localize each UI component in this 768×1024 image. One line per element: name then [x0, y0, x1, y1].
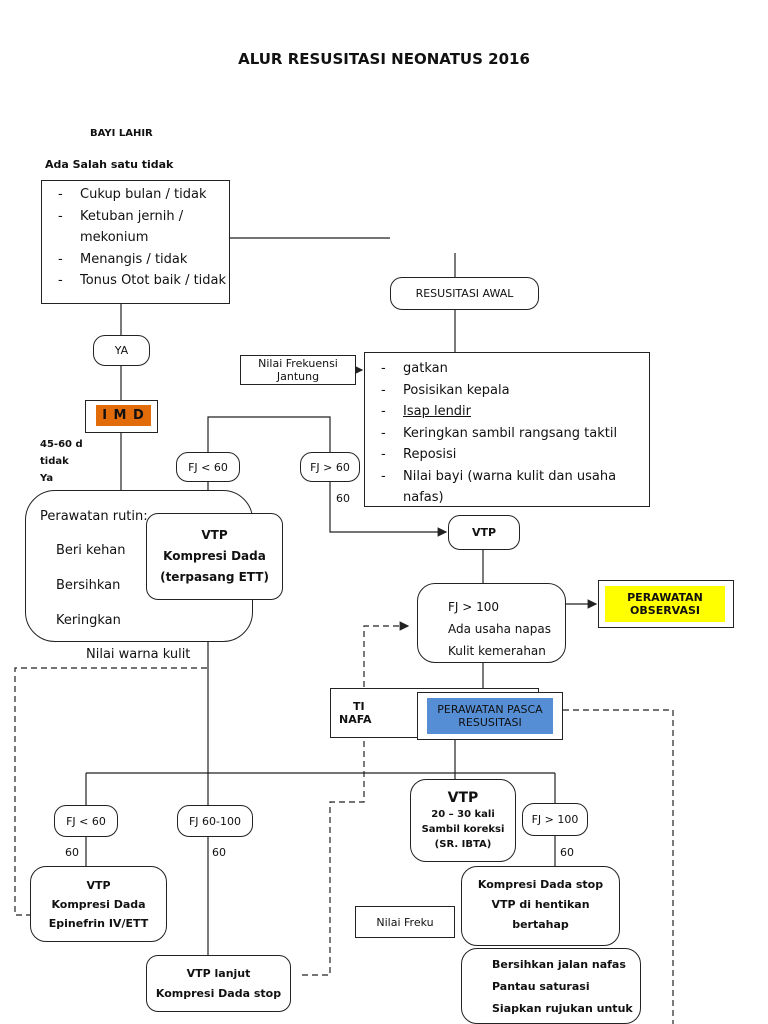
- line: Kompresi Dada stop: [155, 986, 282, 1000]
- step-item: Nilai bayi (warna kulit dan usaha nafas): [365, 466, 649, 509]
- step-item: Posisikan kepala: [365, 380, 649, 402]
- line: Kompresi Dada stop: [477, 878, 604, 891]
- line: Siapkan rujukan untuk: [492, 1002, 633, 1015]
- side-notes: 45-60 d tidak Ya: [40, 436, 83, 487]
- vtp-kompresi-box: VTP Kompresi Dada (terpasang ETT): [146, 513, 283, 600]
- line: FJ > 100: [448, 600, 500, 614]
- note: tidak: [40, 456, 69, 467]
- line: Kompresi Dada: [163, 549, 266, 563]
- fj-60-100-box: FJ 60-100: [177, 805, 253, 837]
- line: Epinefrin IV/ETT: [48, 916, 149, 930]
- note: 45-60 d: [40, 439, 83, 450]
- sixty-label: 60: [336, 492, 350, 505]
- vtp-box: VTP: [448, 515, 520, 550]
- nilai-freku-box: Nilai Freku: [355, 906, 455, 938]
- criteria-box: Cukup bulan / tidak Ketuban jernih / mek…: [41, 180, 230, 304]
- resusitasi-steps-box: gatkan Posisikan kepala Isap lendir Keri…: [364, 352, 650, 507]
- line: VTP: [447, 790, 479, 806]
- vtp-lanjut-box: VTP lanjut Kompresi Dada stop: [146, 955, 291, 1012]
- line: Sambil koreksi: [421, 824, 505, 835]
- step-item: gatkan: [365, 358, 649, 380]
- line: Kulit kemerahan: [448, 644, 546, 658]
- fj-gt100-status-box: FJ > 100 Ada usaha napas Kulit kemerahan: [417, 583, 566, 663]
- rutin-item: Bersihkan: [56, 578, 121, 593]
- pasca-label: PERAWATAN PASCA RESUSITASI: [427, 698, 553, 734]
- criteria-item: Cukup bulan / tidak: [42, 184, 229, 206]
- resusitasi-awal-box: RESUSITASI AWAL: [390, 277, 539, 310]
- step-item: Keringkan sambil rangsang taktil: [365, 423, 649, 445]
- line: VTP di hentikan: [491, 898, 590, 911]
- line: Kompresi Dada: [51, 897, 146, 911]
- bayi-lahir-label: BAYI LAHIR: [90, 128, 153, 139]
- nilai-warna-kulit: Nilai warna kulit: [86, 647, 191, 662]
- nilai-fj-box: Nilai Frekuensi Jantung: [240, 355, 356, 385]
- rutin-title: Perawatan rutin:: [40, 509, 148, 524]
- line: bertahap: [512, 918, 569, 931]
- sixty-label: 60: [65, 846, 79, 859]
- step-item: Reposisi: [365, 444, 649, 466]
- criteria-item: Menangis / tidak: [42, 249, 229, 271]
- line: Bersihkan jalan nafas: [492, 958, 626, 971]
- fj-gt60-box: FJ > 60: [300, 452, 360, 482]
- sixty-label: 60: [560, 846, 574, 859]
- line: NAFA: [339, 713, 372, 726]
- fj-gt100-box: FJ > 100: [522, 803, 588, 836]
- imd-box: I M D: [85, 400, 158, 433]
- fj-lt60-box-2: FJ < 60: [54, 805, 118, 837]
- kompresi-stop-box: Kompresi Dada stop VTP di hentikan berta…: [461, 866, 620, 946]
- line: (SR. IBTA): [434, 839, 492, 850]
- sixty-label: 60: [212, 846, 226, 859]
- ya-box: YA: [93, 335, 150, 366]
- imd-label: I M D: [96, 405, 151, 426]
- line: VTP: [201, 528, 228, 542]
- ada-salah-label: Ada Salah satu tidak: [45, 158, 174, 171]
- line: (terpasang ETT): [160, 570, 269, 584]
- line: 20 – 30 kali: [431, 809, 495, 820]
- observasi-box: PERAWATAN OBSERVASI: [598, 580, 734, 628]
- line: VTP lanjut: [186, 966, 251, 980]
- criteria-item: Ketuban jernih /: [42, 206, 229, 228]
- final-steps-box: Bersihkan jalan nafas Pantau saturasi Si…: [461, 948, 641, 1024]
- page-title: ALUR RESUSITASI NEONATUS 2016: [238, 50, 530, 68]
- step-item: Isap lendir: [365, 401, 649, 423]
- note: Ya: [40, 473, 54, 484]
- criteria-item: mekonium: [80, 230, 149, 245]
- fj-lt60-box: FJ < 60: [176, 452, 240, 482]
- line: Pantau saturasi: [492, 980, 590, 993]
- criteria-item: Tonus Otot baik / tidak: [42, 270, 229, 292]
- rutin-item: Keringkan: [56, 613, 121, 628]
- line: VTP: [86, 878, 111, 892]
- line: TI: [353, 700, 365, 713]
- pasca-resusitasi-box: PERAWATAN PASCA RESUSITASI: [417, 692, 563, 740]
- vtp-2030-box: VTP 20 – 30 kali Sambil koreksi (SR. IBT…: [410, 779, 516, 862]
- rutin-item: Beri kehan: [56, 543, 126, 558]
- observasi-label: PERAWATAN OBSERVASI: [605, 586, 725, 622]
- epinefrin-box: VTP Kompresi Dada Epinefrin IV/ETT: [30, 866, 167, 942]
- line: Ada usaha napas: [448, 622, 551, 636]
